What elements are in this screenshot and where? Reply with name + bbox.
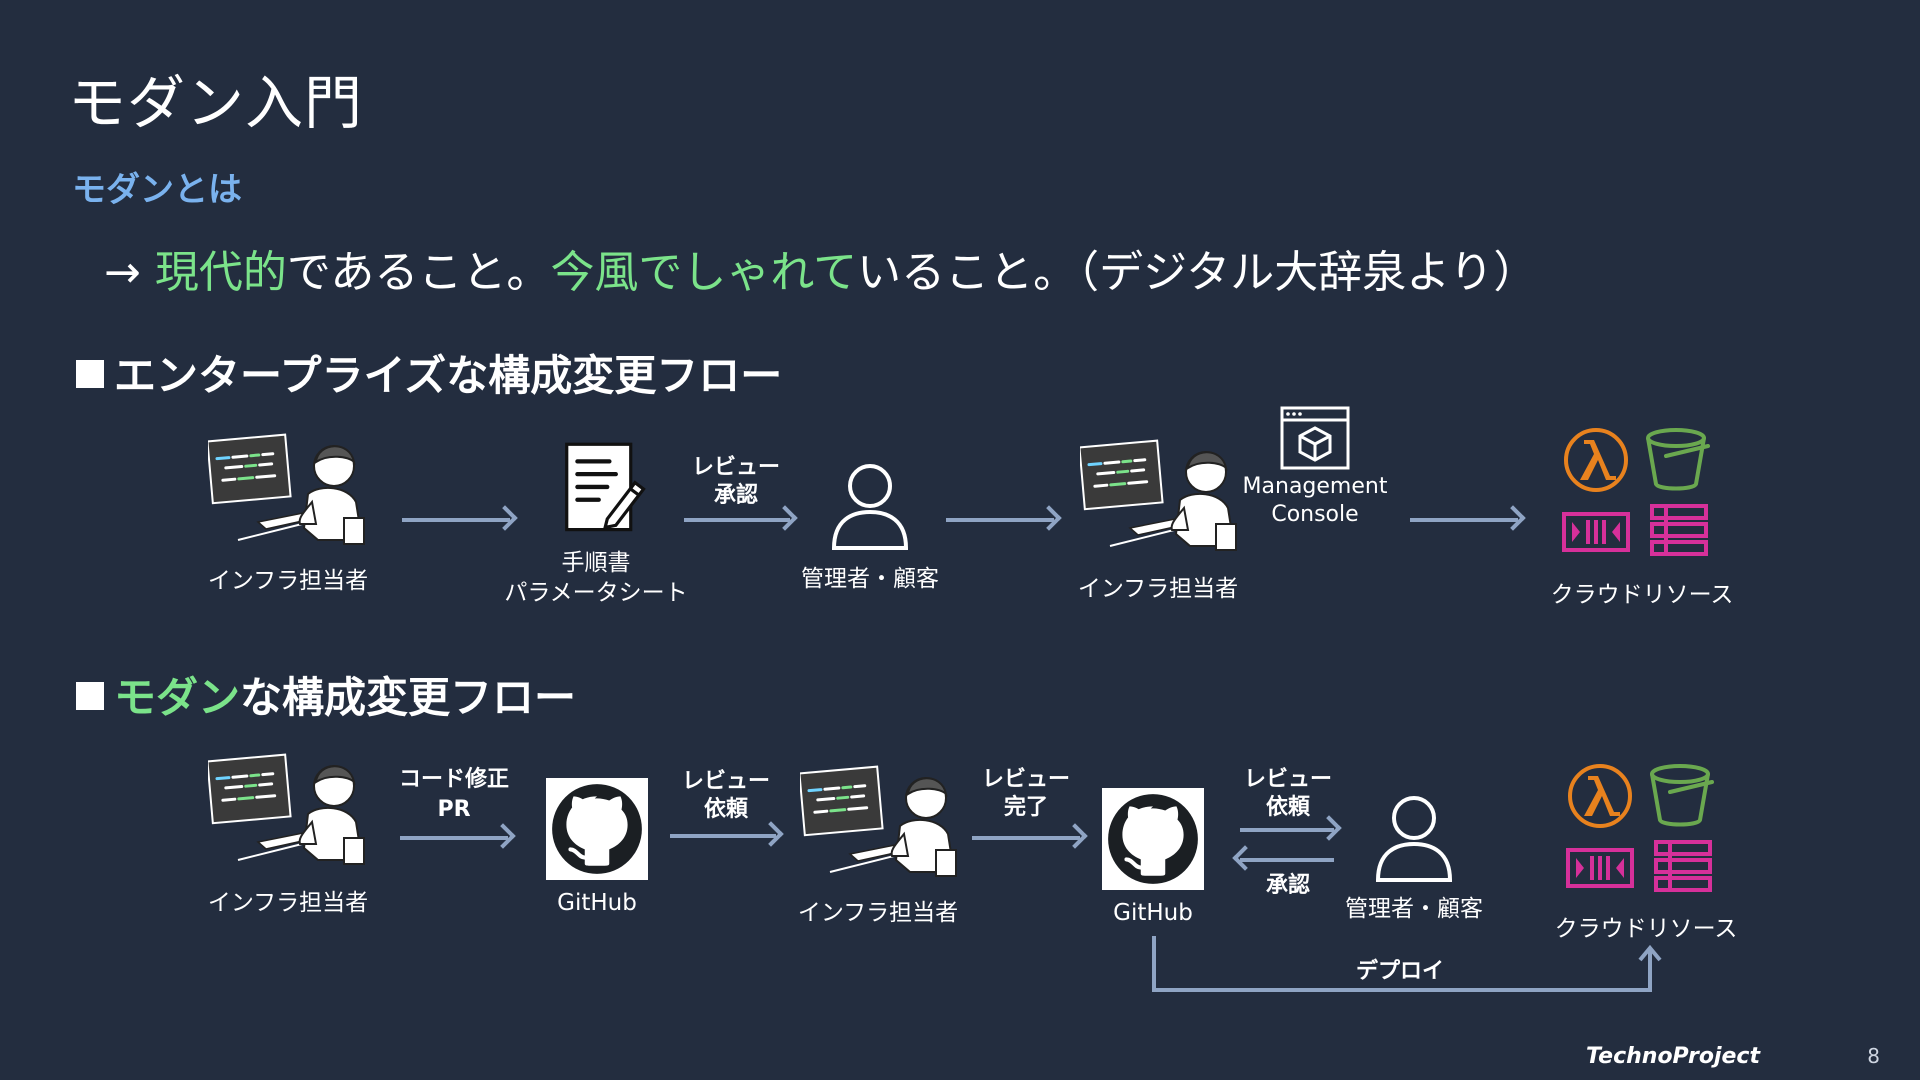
review-done-label-2: 完了 bbox=[1003, 795, 1049, 820]
pr-label-2: PR bbox=[437, 797, 471, 822]
page-number: 8 bbox=[1867, 1044, 1880, 1068]
console-label-1: Management bbox=[1242, 474, 1388, 499]
square-bullet-icon bbox=[76, 360, 104, 388]
person-icon bbox=[830, 462, 910, 552]
definition-part-2: であること。 bbox=[286, 247, 551, 298]
arrow-icon bbox=[1410, 518, 1518, 522]
engineer-icon bbox=[208, 752, 368, 872]
review-label-1: レビュー bbox=[691, 455, 781, 480]
github2-label: GitHub bbox=[1113, 900, 1193, 926]
arrow-icon bbox=[972, 836, 1080, 840]
cloud-resources-icon bbox=[1566, 762, 1716, 902]
doc-label-2: パラメータシート bbox=[504, 580, 688, 606]
review-req2-label-2: 依頼 bbox=[1265, 795, 1311, 820]
modern-heading-highlight: モダン bbox=[114, 673, 241, 722]
arrow-icon bbox=[402, 518, 510, 522]
review-label-2: 承認 bbox=[713, 483, 759, 508]
review-req-label-2: 依頼 bbox=[703, 797, 749, 822]
console-label-2: Console bbox=[1271, 502, 1359, 527]
definition-highlight-1: 現代的 bbox=[154, 247, 287, 298]
doc-label-1: 手順書 bbox=[561, 550, 631, 576]
admin-label: 管理者・顧客 bbox=[801, 566, 939, 592]
arrow-icon bbox=[400, 836, 508, 840]
arrow-icon bbox=[684, 518, 790, 522]
modern-admin-label: 管理者・顧客 bbox=[1345, 896, 1483, 922]
modern-heading-text: な構成変更フロー bbox=[240, 673, 577, 722]
square-bullet-icon bbox=[76, 682, 104, 710]
cloud-resources-icon bbox=[1562, 426, 1712, 566]
modern-heading: モダンな構成変更フロー bbox=[76, 664, 576, 725]
arrow-icon bbox=[1240, 828, 1334, 832]
enterprise-heading-text: エンタープライズな構成変更フロー bbox=[114, 351, 783, 400]
engineer-icon bbox=[800, 764, 960, 884]
arrow-left-icon bbox=[1240, 858, 1334, 862]
definition-text: → 現代的であること。今風でしゃれていること。（デジタル大辞泉より） bbox=[104, 236, 1537, 300]
modern-engineer-label: インフラ担当者 bbox=[207, 890, 369, 916]
deploy-label: デプロイ bbox=[1355, 959, 1445, 984]
document-icon bbox=[560, 440, 646, 536]
engineer-icon bbox=[1080, 438, 1240, 558]
approve-label: 承認 bbox=[1265, 873, 1311, 898]
definition-arrow: → bbox=[104, 247, 141, 298]
arrow-icon bbox=[670, 834, 776, 838]
engineer2-label: インフラ担当者 bbox=[1077, 576, 1239, 602]
review-req-label-1: レビュー bbox=[681, 769, 771, 794]
arrow-icon bbox=[946, 518, 1054, 522]
review-done-label-1: レビュー bbox=[981, 767, 1071, 792]
review-req2-label-1: レビュー bbox=[1243, 767, 1333, 792]
github-icon bbox=[546, 778, 648, 880]
definition-highlight-2: 今風でしゃれて bbox=[550, 247, 858, 298]
enterprise-heading: エンタープライズな構成変更フロー bbox=[76, 342, 782, 403]
modern-cloud-label: クラウドリソース bbox=[1554, 916, 1738, 942]
person-icon bbox=[1374, 794, 1454, 884]
cloud-label: クラウドリソース bbox=[1550, 582, 1734, 608]
modern-engineer2-label: インフラ担当者 bbox=[797, 900, 959, 926]
deploy-connector-icon bbox=[1152, 936, 1662, 992]
page-title: モダン入門 bbox=[68, 69, 364, 137]
console-icon bbox=[1280, 406, 1350, 470]
pr-label-1: コード修正 bbox=[398, 767, 510, 792]
github-label: GitHub bbox=[557, 890, 637, 916]
subtitle: モダンとは bbox=[72, 170, 242, 210]
brand-logo: TechnoProject bbox=[1585, 1044, 1760, 1069]
definition-part-4: いること。（デジタル大辞泉より） bbox=[857, 247, 1538, 298]
engineer-icon bbox=[208, 432, 368, 552]
engineer-label: インフラ担当者 bbox=[207, 568, 369, 594]
github-icon bbox=[1102, 788, 1204, 890]
